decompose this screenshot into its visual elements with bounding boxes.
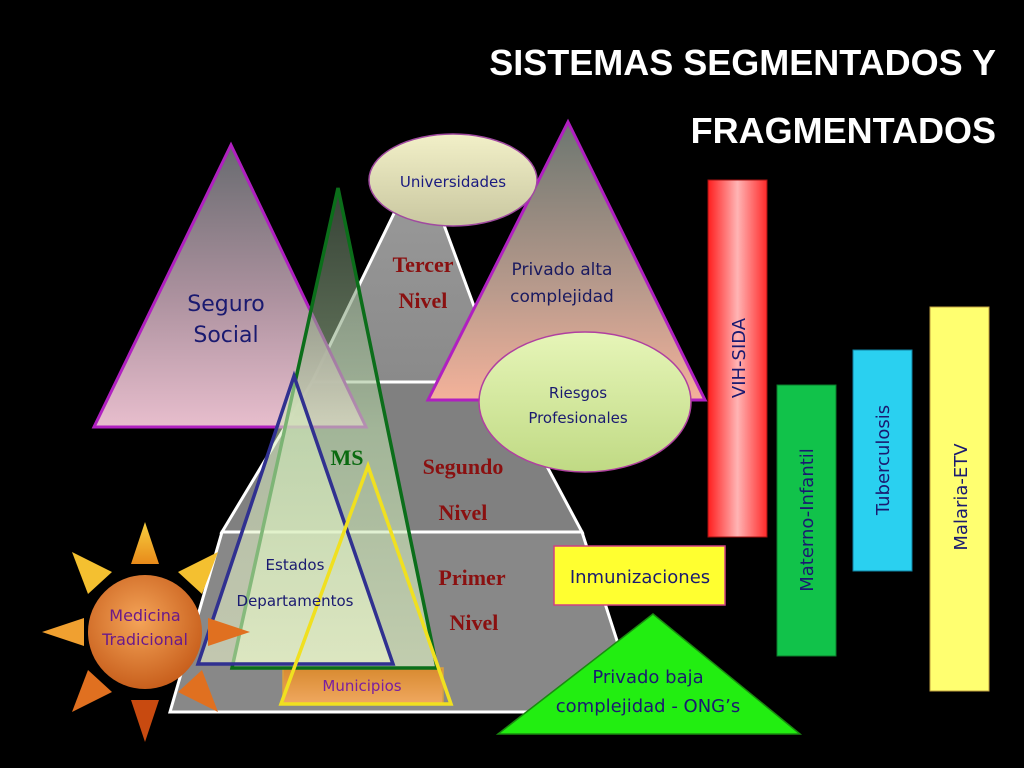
municipios-triangle	[278, 460, 454, 706]
privado-baja-line2: complejidad - ONG’s	[556, 696, 740, 717]
inmunizaciones-label: Inmunizaciones	[570, 567, 710, 588]
tuberculosis-label: Tuberculosis	[873, 405, 894, 516]
seguro-social-line2: Social	[193, 323, 258, 348]
malaria-etv-label: Malaria-ETV	[951, 443, 972, 551]
seguro-social-line1: Seguro	[187, 292, 264, 317]
riesgos-profesionales-ellipse	[478, 331, 692, 473]
riesgos-line1: Riesgos	[549, 384, 607, 402]
municipios-label: Municipios	[322, 677, 401, 695]
tercer-nivel-line2: Nivel	[399, 288, 448, 313]
segundo-nivel-line1: Segundo	[423, 454, 504, 479]
estados-label: Estados	[266, 556, 325, 574]
riesgos-line2: Profesionales	[528, 409, 628, 427]
primer-nivel-line1: Primer	[438, 565, 505, 590]
title-line-1: SISTEMAS SEGMENTADOS Y	[489, 42, 996, 83]
segundo-nivel-line2: Nivel	[439, 500, 488, 525]
universidades-ellipse	[368, 133, 538, 227]
ms-label: MS	[331, 445, 364, 470]
seguro-social-triangle	[91, 141, 369, 429]
primer-nivel-line2: Nivel	[450, 610, 499, 635]
medicina-tradicional-line1: Medicina	[109, 606, 180, 625]
materno-infantil-bar	[776, 384, 837, 657]
privado-alta-line1: Privado alta	[512, 260, 613, 280]
inmunizaciones-box	[553, 545, 726, 606]
privado-baja-triangle	[495, 613, 803, 735]
tercer-nivel-line1: Tercer	[392, 252, 453, 277]
malaria-etv-bar	[929, 306, 990, 692]
departamentos-label: Departamentos	[237, 592, 354, 610]
tuberculosis-bar	[852, 349, 913, 572]
vih-sida-label: VIH-SIDA	[729, 317, 750, 398]
materno-infantil-label: Materno-Infantil	[797, 448, 818, 592]
medicina-tradicional-line2: Tradicional	[101, 630, 188, 649]
privado-baja-line1: Privado baja	[592, 667, 703, 688]
vih-sida-bar	[707, 179, 768, 538]
privado-alta-line2: complejidad	[510, 287, 614, 307]
title-line-2: FRAGMENTADOS	[691, 110, 996, 151]
universidades-label: Universidades	[400, 173, 506, 191]
sun-icon	[42, 522, 250, 742]
